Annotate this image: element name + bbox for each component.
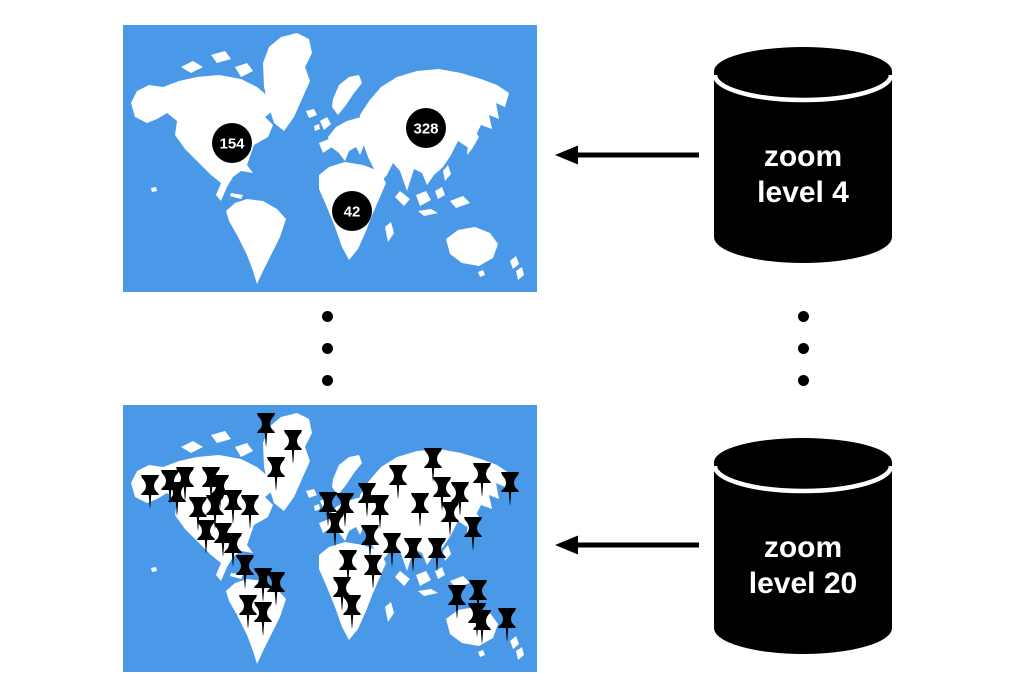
ellipsis-dot (798, 311, 809, 322)
vertical-ellipsis-right (798, 311, 809, 386)
cylinder-lid-separator (712, 74, 894, 103)
cylinder-lid-separator (712, 465, 894, 494)
cluster-count-label: 154 (219, 136, 245, 153)
db-label-line1: zoom (764, 531, 842, 564)
database-zoom-level-4: zoom level 4 (712, 45, 894, 267)
ellipsis-dot (322, 375, 333, 386)
db-label-line2: level 4 (757, 176, 849, 209)
world-map (123, 25, 537, 292)
cluster-count-label: 42 (344, 204, 361, 221)
cluster-marker: 154 (212, 123, 252, 163)
ellipsis-dot (798, 343, 809, 354)
db-label-line2: level 20 (749, 567, 857, 600)
cluster-map: 154 328 42 (123, 25, 537, 292)
pin-map (123, 405, 537, 672)
vertical-ellipsis-left (322, 311, 333, 386)
db-label-line1: zoom (764, 140, 842, 173)
cluster-count-label: 328 (413, 121, 438, 138)
left-arrow-icon (555, 144, 700, 166)
database-zoom-level-20: zoom level 20 (712, 436, 894, 658)
cluster-marker: 42 (332, 191, 372, 231)
ellipsis-dot (322, 343, 333, 354)
ellipsis-dot (798, 375, 809, 386)
left-arrow-icon (555, 534, 700, 556)
database-cylinder-icon (714, 47, 892, 263)
cluster-layer: 154 328 42 (212, 108, 446, 231)
cluster-marker: 328 (406, 108, 446, 148)
database-cylinder-icon (714, 438, 892, 654)
ellipsis-dot (322, 311, 333, 322)
world-map (123, 405, 537, 672)
